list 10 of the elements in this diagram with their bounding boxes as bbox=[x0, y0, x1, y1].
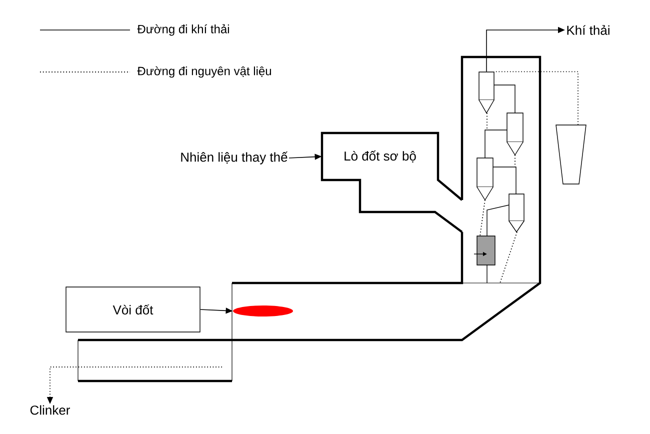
burner-box: Vòi đốt bbox=[66, 286, 200, 332]
legend-label: Đường đi nguyên vật liệu bbox=[137, 66, 272, 78]
flame bbox=[233, 306, 293, 316]
output-label: Clinker bbox=[30, 405, 70, 415]
precalciner-chamber: Lò đốt sơ bộ bbox=[320, 132, 463, 233]
cyclone bbox=[478, 72, 494, 114]
exhaust-label: Khí thải bbox=[567, 25, 610, 35]
input-label: Nhiên liệu thay thế bbox=[181, 152, 288, 164]
hopper bbox=[556, 124, 586, 184]
legend-label: Đường đi khí thải bbox=[137, 24, 229, 36]
